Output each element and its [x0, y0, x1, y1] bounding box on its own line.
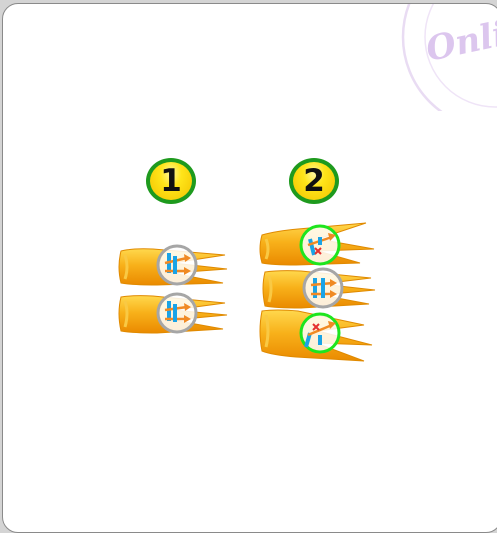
- option-1-row-2[interactable]: [113, 291, 233, 339]
- carrot-piece-icon: [113, 291, 233, 339]
- option-2-number-badge[interactable]: 2: [289, 158, 339, 204]
- stage: Onli 1: [2, 3, 497, 521]
- carrot-piece-icon: [113, 243, 233, 291]
- watermark-logo: Onli: [399, 3, 497, 111]
- option-1-number-badge[interactable]: 1: [146, 158, 196, 204]
- carrot-piece-icon: [256, 221, 376, 269]
- option-2-row-1[interactable]: [256, 221, 376, 269]
- watermark-text: Onli: [423, 14, 497, 70]
- option-2-row-3[interactable]: [256, 307, 376, 355]
- option-1-number: 1: [160, 163, 182, 199]
- question-card: Onli 1: [2, 3, 497, 533]
- carrot-piece-icon: [256, 307, 376, 367]
- option-2-number: 2: [303, 163, 325, 199]
- option-1-row-1[interactable]: [113, 243, 233, 291]
